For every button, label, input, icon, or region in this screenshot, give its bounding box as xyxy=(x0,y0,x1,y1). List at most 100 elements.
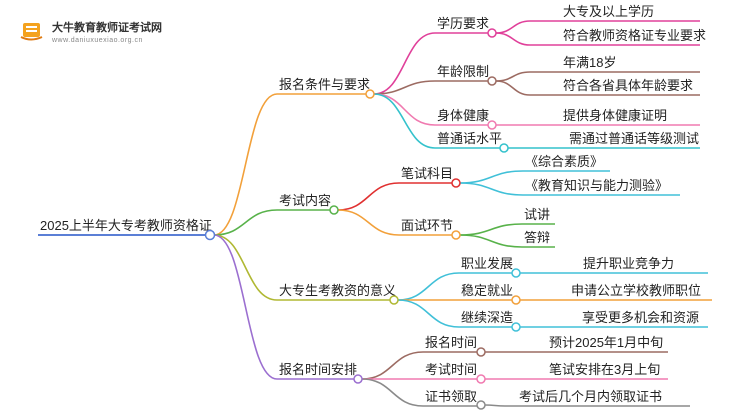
leaf-label: 提供身体健康证明 xyxy=(563,108,667,123)
sub-node-label: 考试时间 xyxy=(425,362,477,377)
leaf-node[interactable]: 大专及以上学历 xyxy=(530,4,700,22)
branch-label: 报名时间安排 xyxy=(279,362,357,377)
sub-node-label: 面试环节 xyxy=(401,218,453,233)
branch-node[interactable]: 考试内容 xyxy=(277,193,339,215)
sub-node-connector-dot xyxy=(511,295,521,305)
leaf-label: 提升职业竞争力 xyxy=(583,256,674,271)
leaf-node[interactable]: 申请公立学校教师职位 xyxy=(540,283,712,301)
sub-node[interactable]: 年龄限制 xyxy=(435,64,497,86)
sub-node-label: 证书领取 xyxy=(425,389,477,404)
site-header: 大牛教育教师证考试网 www.daniuxuexiao.org.cn xyxy=(20,20,162,44)
branch-connector-dot xyxy=(329,205,339,215)
connector-curve xyxy=(397,299,460,328)
leaf-node[interactable]: 提升职业竞争力 xyxy=(540,256,708,274)
sub-node-connector-dot xyxy=(499,143,509,153)
connector-curve xyxy=(337,182,400,211)
connector-curve xyxy=(495,71,531,82)
sub-node-label: 稳定就业 xyxy=(461,283,513,298)
leaf-label: 《综合素质》 xyxy=(525,154,603,169)
sub-node-connector-dot xyxy=(511,268,521,278)
connector-curve xyxy=(495,80,531,96)
branch-connector-dot xyxy=(365,89,375,99)
book-icon xyxy=(20,23,43,41)
root-label: 2025上半年大专考教师资格证 xyxy=(40,218,212,233)
sub-node[interactable]: 笔试科目 xyxy=(399,166,461,188)
connector-curve xyxy=(373,93,436,149)
leaf-node[interactable]: 需通过普通话等级测试 xyxy=(530,131,700,149)
sub-node[interactable]: 稳定就业 xyxy=(459,283,521,305)
leaf-label: 需通过普通话等级测试 xyxy=(569,131,699,146)
connector-curve xyxy=(495,32,531,46)
leaf-label: 申请公立学校教师职位 xyxy=(571,283,701,298)
leaf-node[interactable]: 符合各省具体年龄要求 xyxy=(530,78,700,96)
sub-node-label: 继续深造 xyxy=(461,310,513,325)
connector-curve xyxy=(337,209,400,236)
sub-node-connector-dot xyxy=(451,230,461,240)
leaf-label: 符合各省具体年龄要求 xyxy=(563,78,693,93)
branch-label: 报名条件与要求 xyxy=(279,77,370,92)
sub-node[interactable]: 继续深造 xyxy=(459,310,521,332)
branch-node[interactable]: 大专生考教资的意义 xyxy=(277,283,399,305)
connector-curve xyxy=(397,272,460,301)
site-name: 大牛教育教师证考试网 xyxy=(52,20,162,34)
sub-node[interactable]: 普通话水平 xyxy=(435,131,509,153)
sub-node-connector-dot xyxy=(487,76,497,86)
sub-node-connector-dot xyxy=(451,178,461,188)
connector-curve xyxy=(495,20,531,34)
leaf-label: 笔试安排在3月上旬 xyxy=(549,362,660,377)
sub-node-label: 职业发展 xyxy=(461,256,513,271)
sub-node-label: 普通话水平 xyxy=(437,131,502,146)
leaf-label: 《教育知识与能力测验》 xyxy=(525,178,668,193)
leaf-node[interactable]: 预计2025年1月中旬 xyxy=(505,335,668,353)
connector-curve xyxy=(213,93,278,236)
sub-node[interactable]: 身体健康 xyxy=(435,108,497,130)
leaf-label: 预计2025年1月中旬 xyxy=(549,335,663,350)
site-url: www.daniuxuexiao.org.cn xyxy=(51,37,143,44)
leaf-label: 考试后几个月内领取证书 xyxy=(519,389,662,404)
leaf-node[interactable]: 享受更多机会和资源 xyxy=(540,310,708,328)
leaf-node[interactable]: 《教育知识与能力测验》 xyxy=(523,178,680,196)
leaf-label: 年满18岁 xyxy=(563,55,616,70)
branch-node[interactable]: 报名条件与要求 xyxy=(277,77,375,99)
leaf-node[interactable]: 《综合素质》 xyxy=(523,154,610,172)
connector-curve xyxy=(373,32,436,95)
leaf-label: 试讲 xyxy=(524,207,550,222)
sub-node[interactable]: 面试环节 xyxy=(399,218,461,240)
sub-node[interactable]: 证书领取 xyxy=(423,389,486,410)
branch-connector-dot xyxy=(353,374,363,384)
sub-node-connector-dot xyxy=(511,322,521,332)
sub-node-connector-dot xyxy=(487,28,497,38)
leaf-label: 大专及以上学历 xyxy=(563,4,654,19)
leaf-node[interactable]: 笔试安排在3月上旬 xyxy=(505,362,668,380)
branch-connector-dot xyxy=(389,295,399,305)
leaf-node[interactable]: 提供身体健康证明 xyxy=(530,108,700,126)
root-connector-dot xyxy=(204,229,216,241)
leaf-label: 享受更多机会和资源 xyxy=(582,310,699,325)
connector-curve xyxy=(213,234,278,380)
root-node[interactable]: 2025上半年大专考教师资格证 xyxy=(38,218,216,241)
sub-node-label: 身体健康 xyxy=(437,108,489,123)
connector-curve xyxy=(459,234,523,248)
leaf-node[interactable]: 答辩 xyxy=(522,230,555,248)
sub-node[interactable]: 报名时间 xyxy=(423,335,486,357)
leaf-label: 答辩 xyxy=(524,230,550,245)
connector-curve xyxy=(373,80,436,95)
connector-curve xyxy=(213,209,278,236)
branch-node[interactable]: 报名时间安排 xyxy=(277,362,363,384)
connector-curve xyxy=(459,170,524,184)
connector-curve xyxy=(361,351,424,380)
leaf-node[interactable]: 考试后几个月内领取证书 xyxy=(505,389,690,407)
connector-curve xyxy=(459,182,524,196)
sub-node[interactable]: 职业发展 xyxy=(459,256,521,278)
leaf-node[interactable]: 符合教师资格证专业要求 xyxy=(530,28,706,46)
sub-node[interactable]: 考试时间 xyxy=(423,362,486,384)
leaf-node[interactable]: 年满18岁 xyxy=(530,55,700,73)
connector-curve xyxy=(361,378,424,407)
sub-node-label: 报名时间 xyxy=(425,335,477,350)
sub-node-connector-dot xyxy=(476,400,486,410)
connector-curve xyxy=(459,223,523,236)
sub-node-connector-dot xyxy=(476,347,486,357)
leaf-node[interactable]: 试讲 xyxy=(522,207,555,225)
sub-node[interactable]: 学历要求 xyxy=(435,16,497,38)
